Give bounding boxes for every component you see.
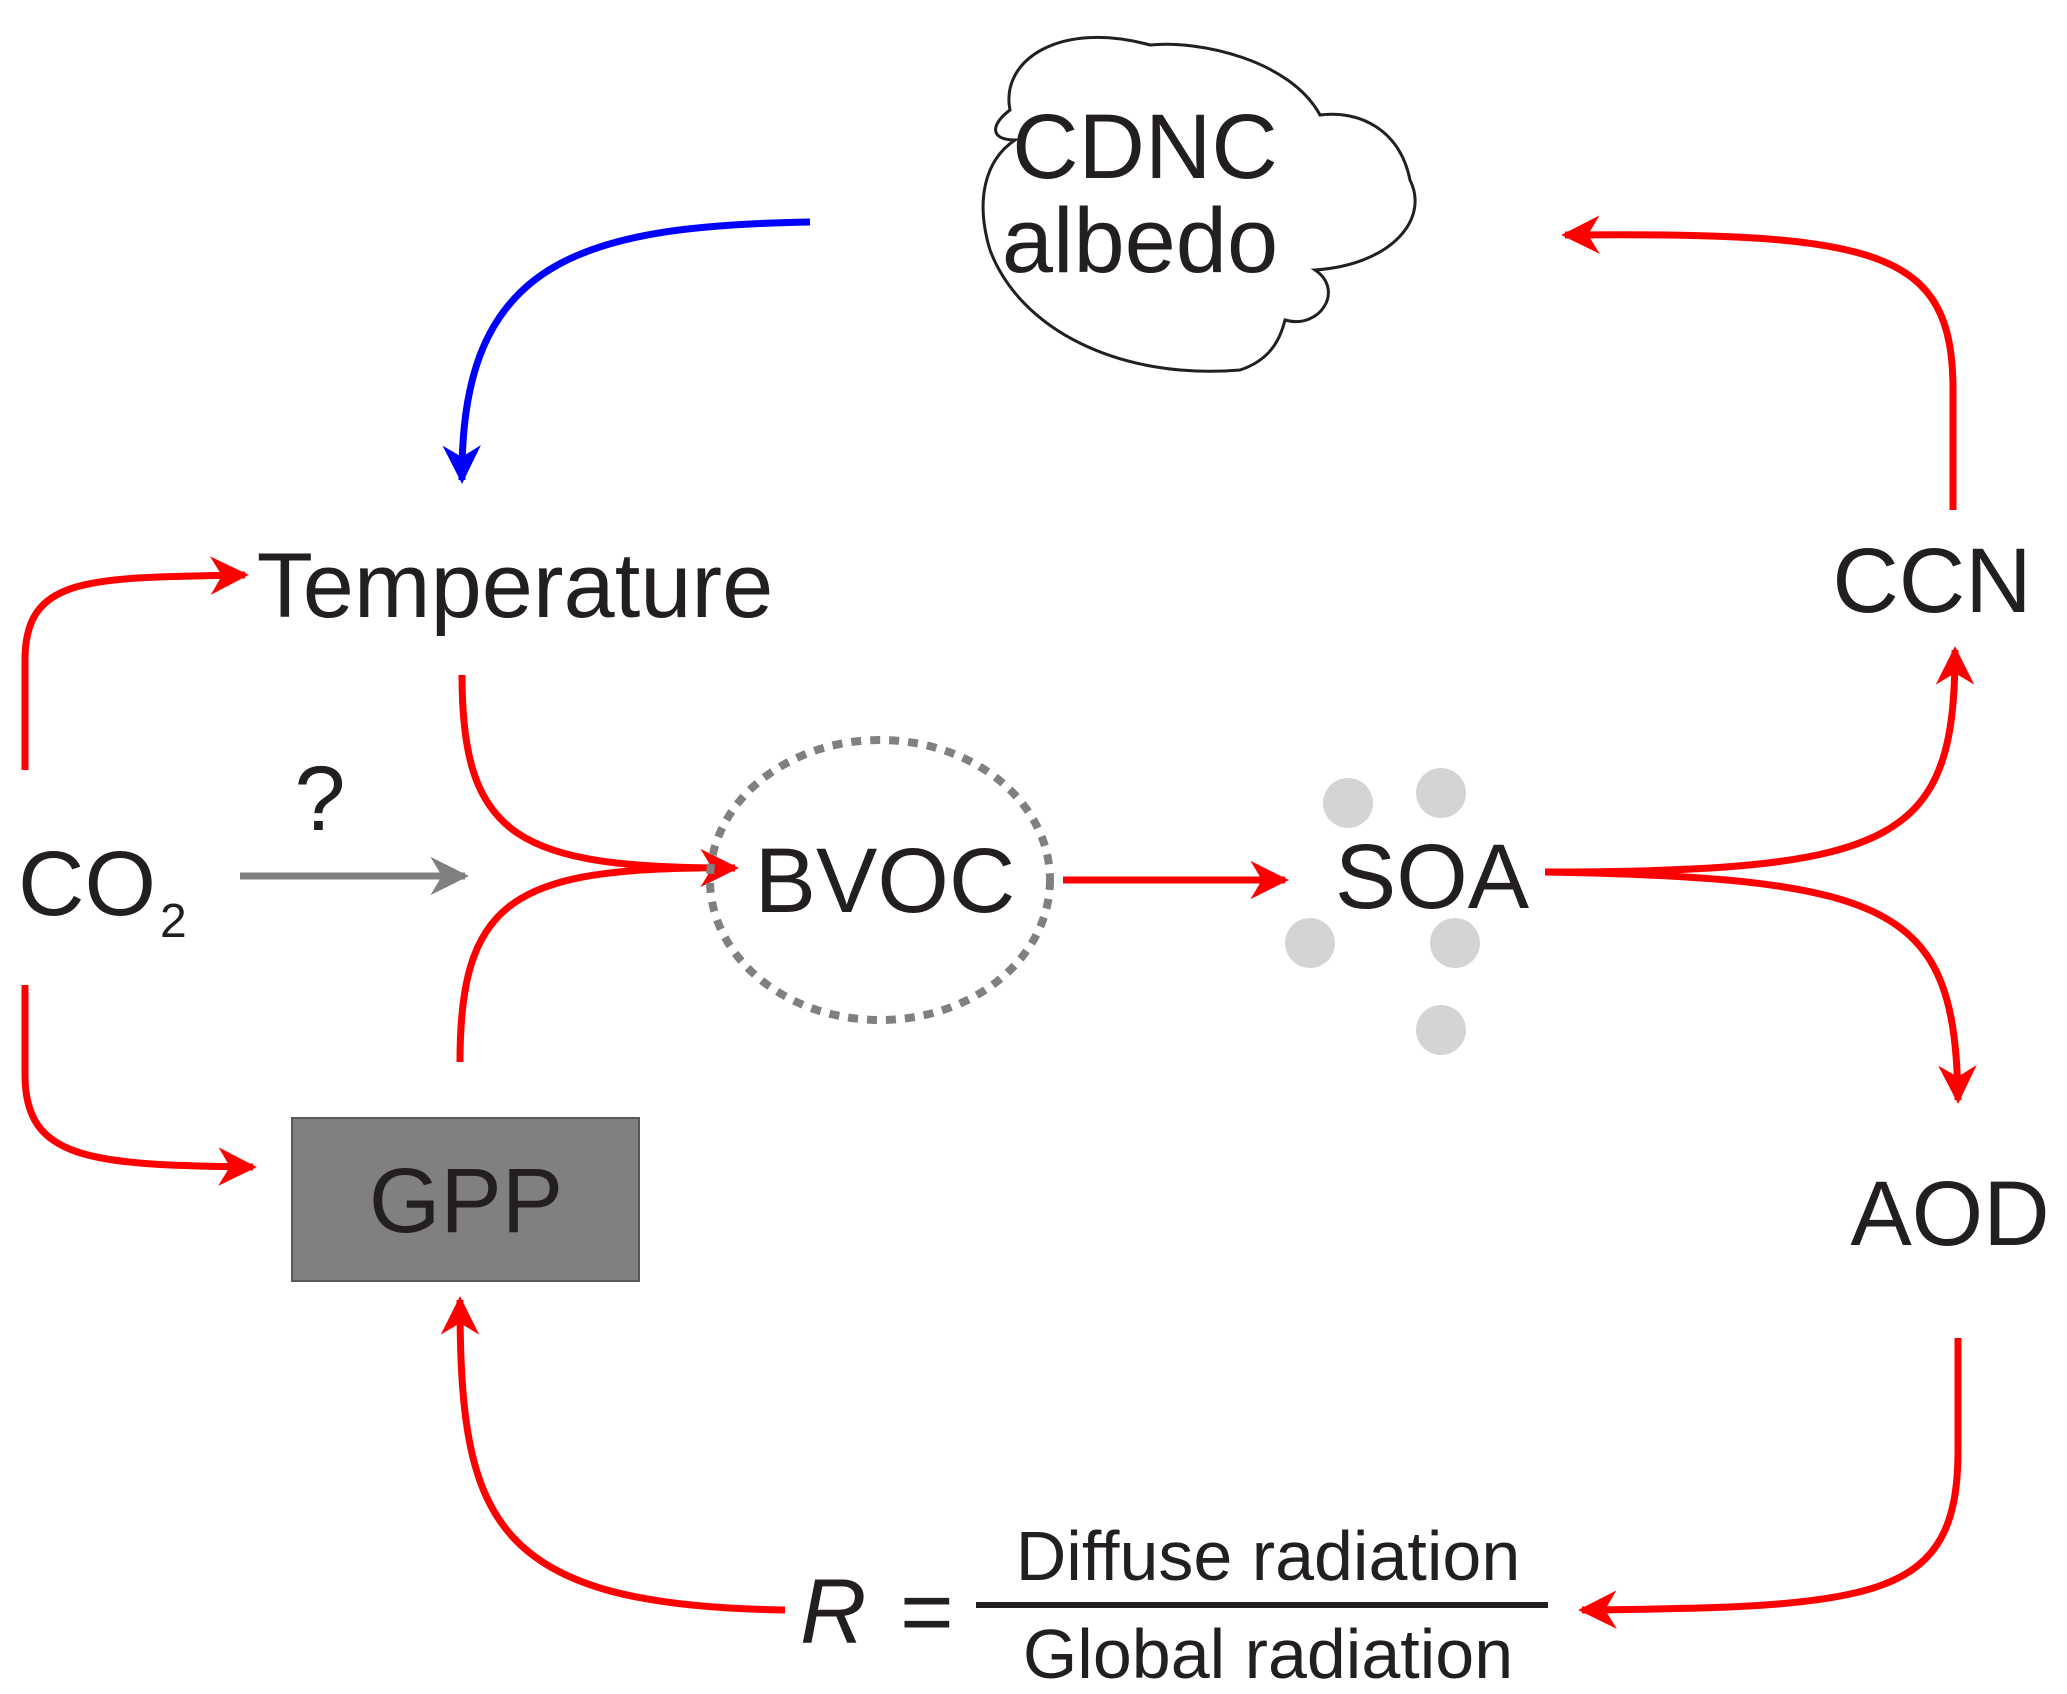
aod-label: AOD	[1850, 1163, 2049, 1265]
soa-particle	[1416, 1005, 1466, 1055]
ratio-numerator: Diffuse radiation	[1016, 1517, 1521, 1595]
cloud-shape	[981, 35, 1417, 373]
ratio-symbol: R	[800, 1561, 866, 1663]
arrow-gpp-to-bvoc	[456, 864, 701, 1063]
bvoc-label: BVOC	[755, 830, 1016, 932]
arrow-co2-to-temperature	[21, 556, 249, 770]
co2-base: CO	[18, 833, 156, 935]
ratio-equals: =	[900, 1561, 954, 1663]
ratio-denominator: Global radiation	[1023, 1615, 1513, 1693]
soa-particle	[1430, 918, 1480, 968]
soa-particle	[1416, 768, 1466, 818]
temperature-label: Temperature	[257, 535, 773, 637]
gpp-box	[291, 1117, 640, 1282]
soa-particle	[1285, 918, 1335, 968]
gpp-label: GPP	[369, 1150, 563, 1252]
arrow-aod-to-ratio	[1578, 1338, 1962, 1629]
co2-label: CO2	[18, 833, 187, 948]
soa-particle	[1323, 778, 1373, 828]
co2-subscript: 2	[160, 895, 187, 948]
arrow-cloud-to-temperature	[442, 218, 811, 484]
bvoc-ring	[706, 736, 1054, 1024]
arrow-co2-to-gpp	[21, 985, 257, 1186]
arrow-temperature-to-bvoc	[458, 674, 739, 888]
ccn-label: CCN	[1832, 530, 2031, 632]
arrow-soa-to-aod	[1544, 868, 1977, 1104]
soa-label: SOA	[1335, 826, 1530, 928]
cloud-albedo-label: albedo	[1002, 190, 1278, 292]
arrow-soa-to-ccn	[1544, 646, 1975, 876]
arrow-ratio-to-gpp	[440, 1296, 786, 1614]
cloud-cdnc-label: CDNC	[1012, 96, 1278, 198]
arrow-ccn-to-cloud	[1561, 215, 1957, 510]
question-mark: ?	[294, 748, 345, 850]
